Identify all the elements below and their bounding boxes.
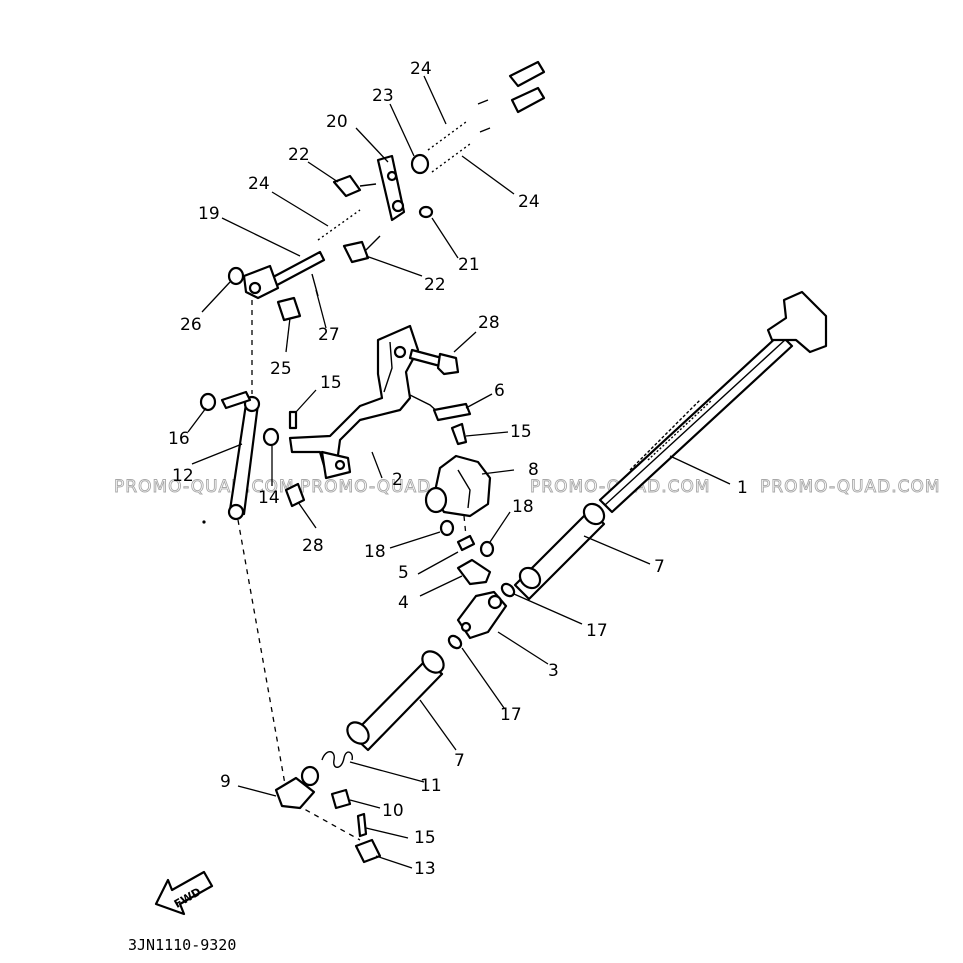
pin-6 xyxy=(432,402,472,422)
bolt-5 xyxy=(456,534,476,552)
label-14: 14 xyxy=(258,488,280,508)
label-19: 19 xyxy=(198,204,220,224)
label-22-upper: 22 xyxy=(288,145,310,165)
label-23: 23 xyxy=(372,86,394,106)
label-17-upper: 17 xyxy=(586,621,608,641)
washer-16 xyxy=(199,392,217,412)
label-24-left: 24 xyxy=(248,174,270,194)
nut-14 xyxy=(262,427,280,447)
nut-18-right xyxy=(479,540,495,558)
label-4: 4 xyxy=(398,593,409,613)
stray-dot xyxy=(202,520,206,524)
link-arm-12 xyxy=(220,390,261,521)
spring-11 xyxy=(321,751,354,768)
label-8: 8 xyxy=(528,460,539,480)
label-27: 27 xyxy=(318,325,340,345)
shaft-holder-block xyxy=(424,454,492,518)
pin-13 xyxy=(354,838,382,864)
bolt-28-lower xyxy=(284,482,306,508)
label-11: 11 xyxy=(420,776,442,796)
label-26: 26 xyxy=(180,315,202,335)
pin-15-lower xyxy=(356,812,368,838)
label-18-right: 18 xyxy=(512,497,534,517)
washer-17-lower xyxy=(447,634,463,650)
label-15-upper: 15 xyxy=(320,373,342,393)
shift-shaft-part xyxy=(598,290,828,514)
label-25: 25 xyxy=(270,359,292,379)
label-20: 20 xyxy=(326,112,348,132)
label-10: 10 xyxy=(382,801,404,821)
part-labels: 1 2 3 4 5 6 7 7 8 9 10 11 12 13 14 15 15… xyxy=(168,59,748,879)
shaft-sleeve-upper xyxy=(513,502,606,601)
bolt-28-upper xyxy=(408,348,460,376)
label-24-right: 24 xyxy=(518,192,540,212)
label-7-upper: 7 xyxy=(654,557,665,577)
label-17-lower: 17 xyxy=(500,705,522,725)
rod-centerline xyxy=(237,519,287,791)
label-15-mid: 15 xyxy=(510,422,532,442)
fwd-arrow-icon: FWD xyxy=(154,870,214,916)
shift-lever-arm xyxy=(456,590,508,640)
label-12: 12 xyxy=(172,466,194,486)
washer-17-upper xyxy=(500,582,516,598)
label-28-lower: 28 xyxy=(302,536,324,556)
label-1: 1 xyxy=(737,478,748,498)
shaft-sleeve-lower xyxy=(346,650,445,752)
bolt-10 xyxy=(330,788,352,810)
label-6: 6 xyxy=(494,381,505,401)
label-22-lower: 22 xyxy=(424,275,446,295)
label-16: 16 xyxy=(168,429,190,449)
label-21: 21 xyxy=(458,255,480,275)
label-18-left: 18 xyxy=(364,542,386,562)
label-9: 9 xyxy=(220,772,231,792)
nut-18-left xyxy=(439,519,455,537)
lower-lever-9 xyxy=(274,765,320,810)
label-5: 5 xyxy=(398,563,409,583)
cable-assembly xyxy=(227,60,546,322)
label-7-lower: 7 xyxy=(454,751,465,771)
label-13: 13 xyxy=(414,859,436,879)
label-28-upper: 28 xyxy=(478,313,500,333)
watermark-4: PROMO-QUAD.COM xyxy=(760,477,941,497)
drawing-code: 3JN1110-9320 xyxy=(128,936,236,954)
label-24-top: 24 xyxy=(410,59,432,79)
leader-lines xyxy=(187,75,731,869)
plate-4 xyxy=(456,558,492,586)
pin-15-mid xyxy=(450,422,468,446)
main-bracket xyxy=(288,324,441,480)
label-2: 2 xyxy=(392,470,403,490)
label-3: 3 xyxy=(548,661,559,681)
pin-15-upper xyxy=(288,410,298,430)
label-15-lower: 15 xyxy=(414,828,436,848)
